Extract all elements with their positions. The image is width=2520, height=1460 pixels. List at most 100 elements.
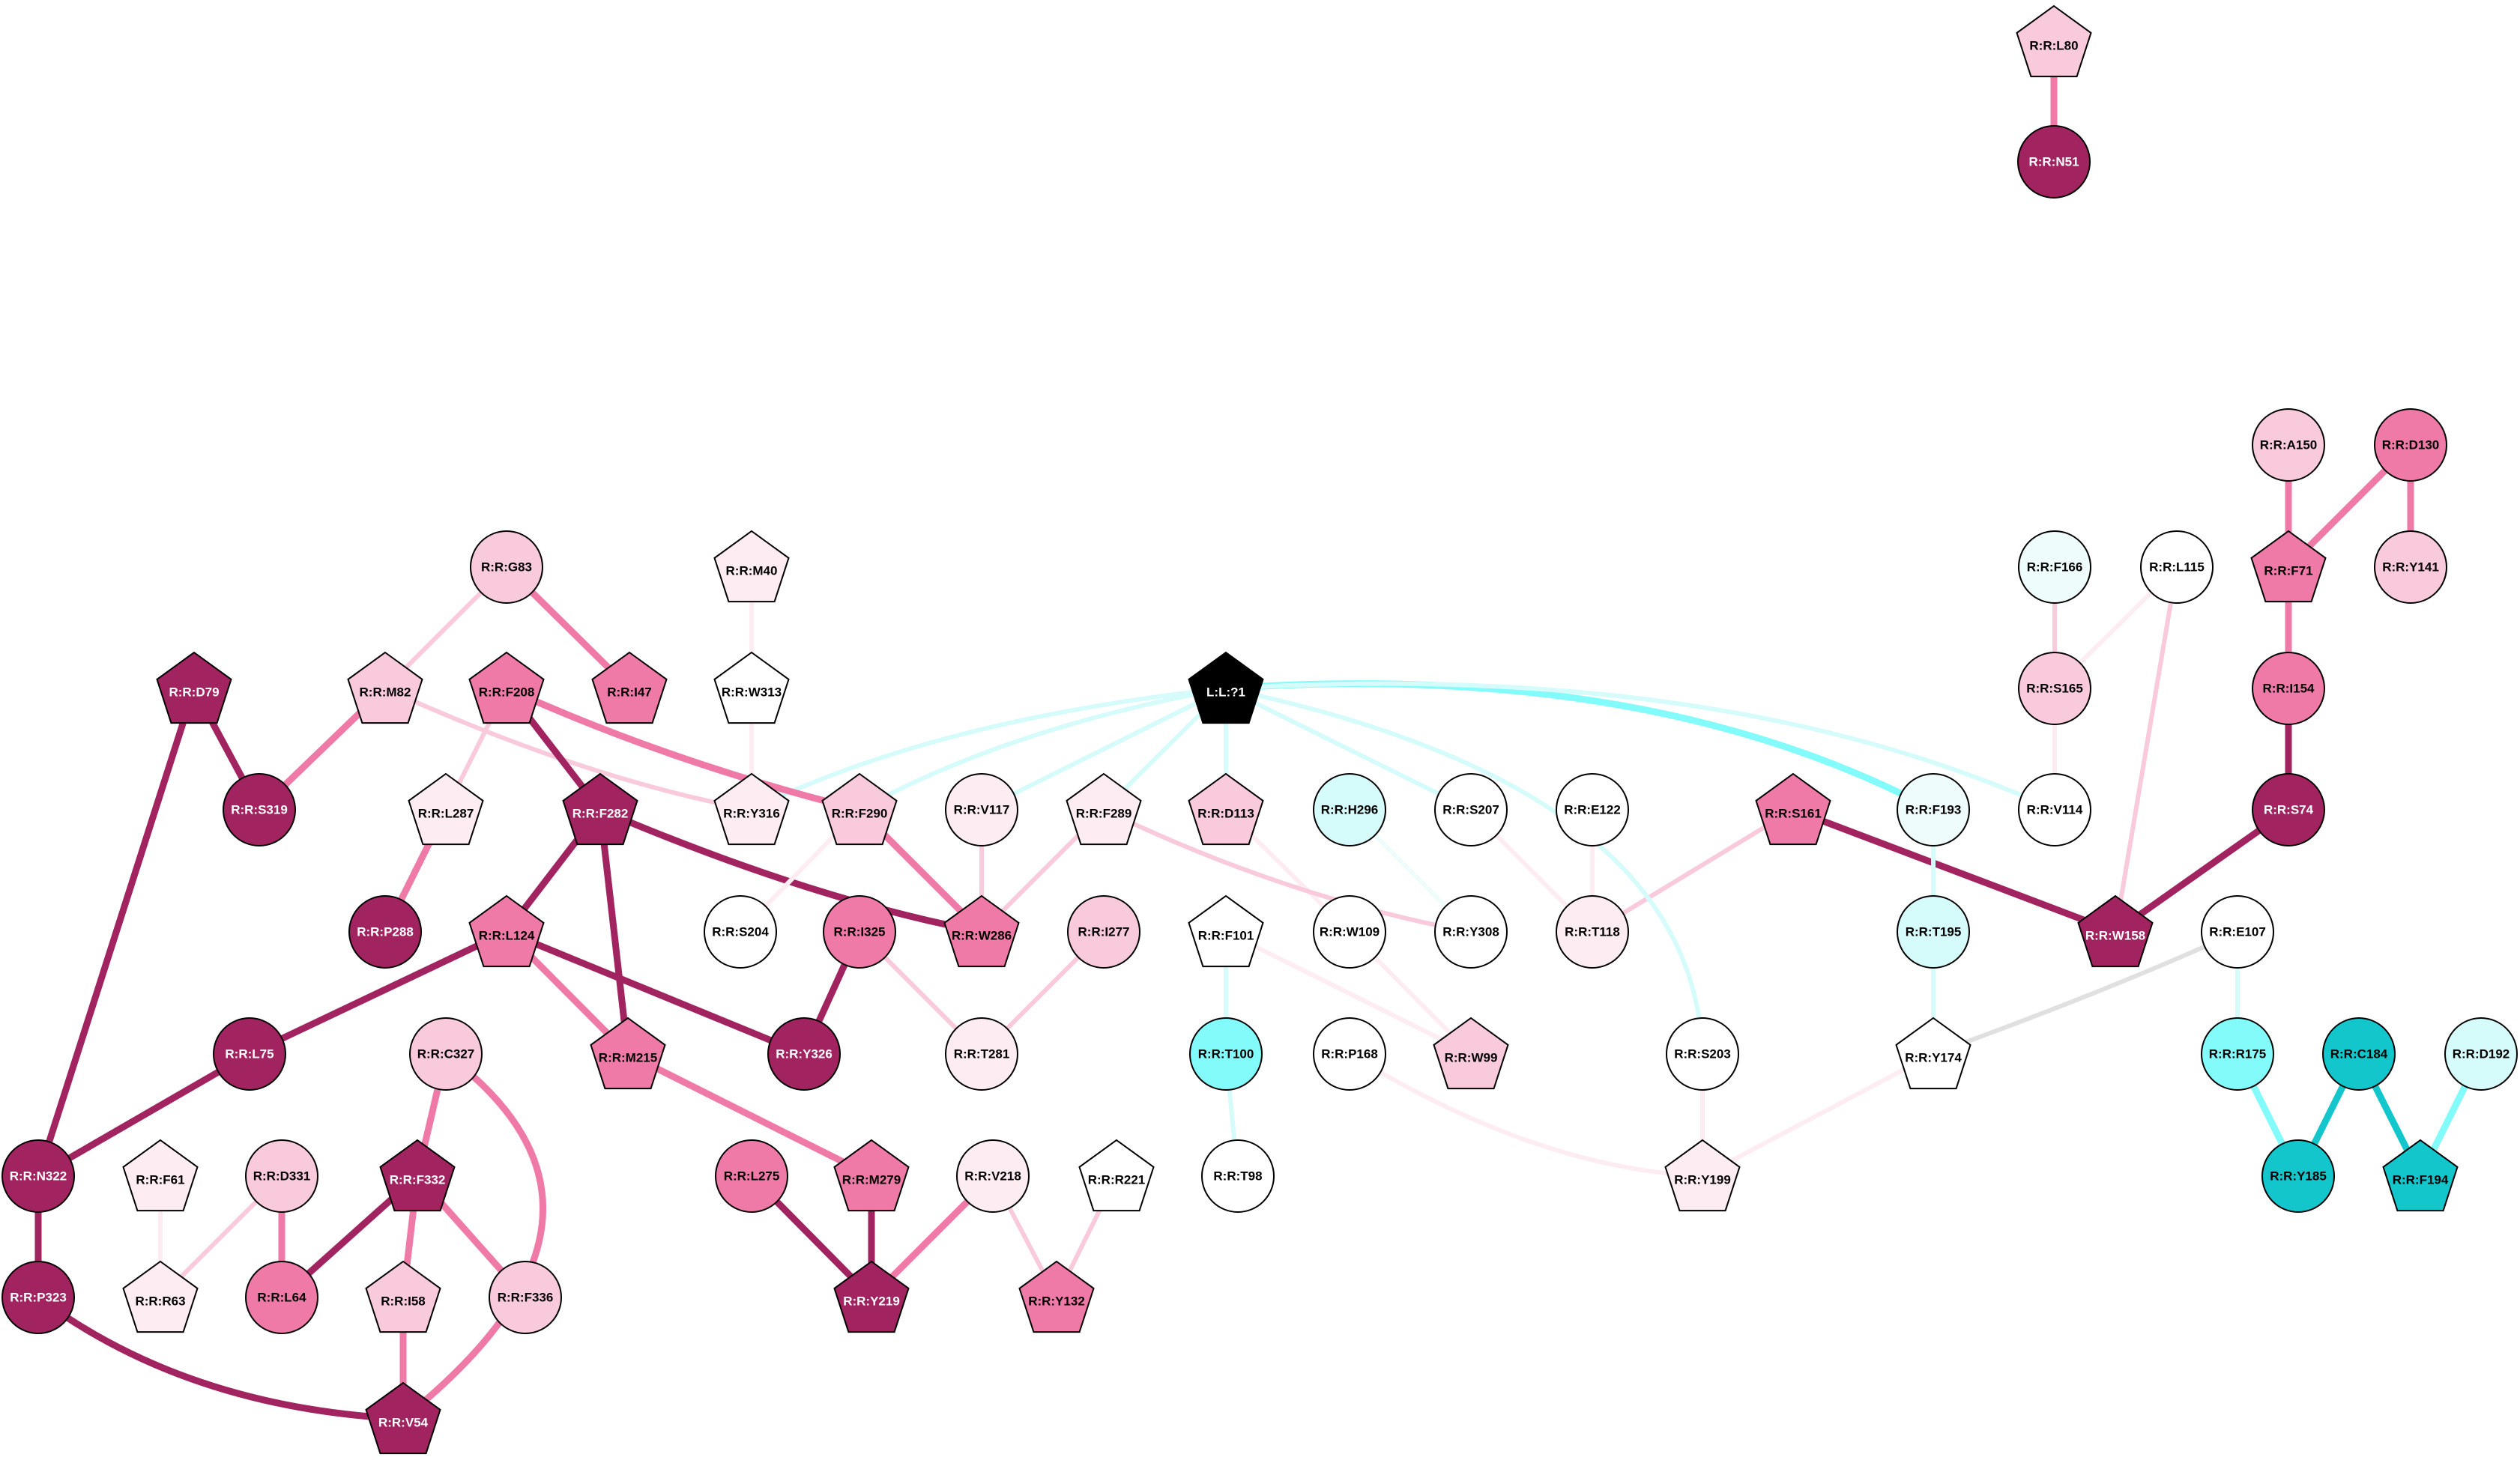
node-pentagon-shape	[468, 651, 545, 724]
node-l64[interactable]: R:R:L64	[245, 1261, 318, 1334]
node-circle-shape	[2444, 1017, 2518, 1091]
node-circle-shape	[2322, 1017, 2396, 1091]
node-f289[interactable]: R:R:F289	[1066, 772, 1142, 846]
node-label: R:R:L80	[2029, 38, 2078, 52]
node-y141[interactable]: R:R:Y141	[2374, 530, 2447, 604]
node-t281[interactable]: R:R:T281	[945, 1017, 1018, 1091]
node-s207[interactable]: R:R:S207	[1434, 773, 1508, 846]
node-t98[interactable]: R:R:T98	[1201, 1139, 1275, 1213]
node-label: R:R:M215	[599, 1050, 657, 1064]
node-label: R:R:W313	[722, 685, 782, 699]
node-w313[interactable]: R:R:W313	[713, 651, 790, 724]
node-y199[interactable]: R:R:Y199	[1664, 1139, 1741, 1212]
node-l124[interactable]: R:R:L124	[468, 894, 545, 968]
node-l75[interactable]: R:R:L75	[213, 1017, 286, 1091]
node-e122[interactable]: R:R:E122	[1556, 773, 1629, 846]
node-f208[interactable]: R:R:F208	[468, 651, 545, 724]
edge-l124-l75	[246, 928, 510, 1058]
node-f336[interactable]: R:R:F336	[489, 1261, 562, 1334]
node-y308[interactable]: R:R:Y308	[1434, 895, 1508, 969]
node-p323[interactable]: R:R:P323	[1, 1261, 75, 1334]
node-y132[interactable]: R:R:Y132	[1018, 1260, 1095, 1333]
node-y185[interactable]: R:R:Y185	[2261, 1139, 2335, 1213]
node-i47[interactable]: R:R:I47	[591, 651, 668, 724]
node-circle-shape	[945, 773, 1018, 846]
node-f282[interactable]: R:R:F282	[562, 772, 638, 846]
node-i277[interactable]: R:R:I277	[1067, 895, 1140, 969]
node-n322[interactable]: R:R:N322	[1, 1139, 75, 1213]
node-w99[interactable]: R:R:W99	[1433, 1017, 1509, 1090]
node-i154[interactable]: R:R:I154	[2252, 652, 2325, 725]
node-s74[interactable]: R:R:S74	[2252, 773, 2325, 846]
node-f61[interactable]: R:R:F61	[122, 1139, 199, 1212]
node-f166[interactable]: R:R:F166	[2018, 530, 2091, 604]
node-t100[interactable]: R:R:T100	[1189, 1017, 1263, 1091]
node-label: R:R:Y174	[1905, 1050, 1962, 1064]
node-s203[interactable]: R:R:S203	[1666, 1017, 1739, 1091]
node-r175[interactable]: R:R:R175	[2201, 1017, 2274, 1091]
edge-l1-s207	[1224, 686, 1473, 812]
node-l1[interactable]: L:L:?1	[1188, 651, 1264, 724]
node-s161[interactable]: R:R:S161	[1755, 772, 1831, 846]
node-d130[interactable]: R:R:D130	[2374, 408, 2447, 482]
node-f332[interactable]: R:R:F332	[379, 1139, 456, 1212]
node-w158[interactable]: R:R:W158	[2077, 894, 2154, 968]
node-d79[interactable]: R:R:D79	[156, 651, 232, 724]
node-l80[interactable]: R:R:L80	[2016, 4, 2092, 78]
node-r63[interactable]: R:R:R63	[122, 1260, 199, 1333]
node-circle-shape	[2017, 125, 2091, 199]
node-y219[interactable]: R:R:Y219	[833, 1260, 910, 1333]
node-g83[interactable]: R:R:G83	[470, 530, 543, 604]
edge-d79-n322	[34, 685, 198, 1180]
node-v114[interactable]: R:R:V114	[2018, 773, 2091, 846]
node-d331[interactable]: R:R:D331	[245, 1139, 318, 1213]
node-m40[interactable]: R:R:M40	[713, 530, 790, 603]
node-l275[interactable]: R:R:L275	[715, 1139, 788, 1213]
node-e107[interactable]: R:R:E107	[2201, 895, 2274, 969]
node-f193[interactable]: R:R:F193	[1897, 773, 1970, 846]
node-i58[interactable]: R:R:I58	[365, 1260, 441, 1333]
node-p168[interactable]: R:R:P168	[1313, 1017, 1386, 1091]
node-f71[interactable]: R:R:F71	[2250, 530, 2327, 603]
node-f101[interactable]: R:R:F101	[1188, 894, 1264, 968]
node-i325[interactable]: R:R:I325	[823, 895, 896, 969]
node-label: R:R:I58	[381, 1294, 426, 1308]
node-y326[interactable]: R:R:Y326	[767, 1017, 841, 1091]
node-c184[interactable]: R:R:C184	[2322, 1017, 2396, 1091]
node-pentagon-shape	[1433, 1017, 1509, 1090]
node-d192[interactable]: R:R:D192	[2444, 1017, 2518, 1091]
node-c327[interactable]: R:R:C327	[409, 1017, 483, 1091]
node-label: R:R:N51	[2028, 154, 2079, 169]
node-label: R:R:T98	[1213, 1169, 1262, 1183]
node-s319[interactable]: R:R:S319	[223, 773, 296, 846]
node-y174[interactable]: R:R:Y174	[1895, 1017, 1971, 1090]
node-m82[interactable]: R:R:M82	[347, 651, 423, 724]
node-t118[interactable]: R:R:T118	[1556, 895, 1629, 969]
node-h296[interactable]: R:R:H296	[1313, 773, 1386, 846]
node-circle-shape	[1067, 895, 1140, 969]
node-v117[interactable]: R:R:V117	[945, 773, 1018, 846]
node-s204[interactable]: R:R:S204	[704, 895, 777, 969]
node-label: R:R:Y316	[723, 806, 780, 820]
node-w286[interactable]: R:R:W286	[943, 894, 1020, 968]
node-y316[interactable]: R:R:Y316	[713, 772, 790, 846]
node-t195[interactable]: R:R:T195	[1897, 895, 1970, 969]
node-a150[interactable]: R:R:A150	[2252, 408, 2325, 482]
node-f194[interactable]: R:R:F194	[2382, 1139, 2459, 1212]
node-f290[interactable]: R:R:F290	[821, 772, 898, 846]
node-circle-shape	[1556, 773, 1629, 846]
node-m215[interactable]: R:R:M215	[590, 1017, 666, 1090]
node-v218[interactable]: R:R:V218	[956, 1139, 1030, 1213]
node-l287[interactable]: R:R:L287	[408, 772, 484, 846]
node-s165[interactable]: R:R:S165	[2018, 652, 2091, 725]
node-l115[interactable]: R:R:L115	[2140, 530, 2214, 604]
node-d113[interactable]: R:R:D113	[1188, 772, 1264, 846]
node-m279[interactable]: R:R:M279	[833, 1139, 910, 1212]
node-v54[interactable]: R:R:V54	[365, 1381, 441, 1455]
node-label: R:R:F194	[2393, 1172, 2449, 1187]
node-r221[interactable]: R:R:R221	[1078, 1139, 1155, 1212]
node-n51[interactable]: R:R:N51	[2017, 125, 2091, 199]
node-p288[interactable]: R:R:P288	[348, 895, 422, 969]
node-w109[interactable]: R:R:W109	[1313, 895, 1386, 969]
node-label: R:R:D130	[2382, 437, 2440, 452]
